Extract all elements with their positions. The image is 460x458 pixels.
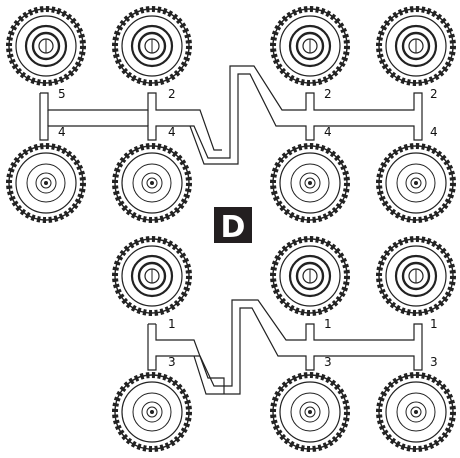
position-label: 2 [430, 87, 438, 101]
position-label: 1 [324, 317, 332, 331]
tire-icon [379, 9, 453, 83]
tire-icon [115, 375, 189, 449]
tire-icon [115, 146, 189, 220]
position-label: 1 [430, 317, 438, 331]
position-label: 4 [430, 125, 438, 139]
tire-icon [115, 239, 189, 313]
badge-letter: D [221, 210, 246, 245]
tire-icon [9, 9, 83, 83]
tire-icon [273, 239, 347, 313]
position-label: 4 [168, 125, 176, 139]
position-label: 2 [168, 87, 176, 101]
tire-icon [273, 9, 347, 83]
tire-icon [379, 146, 453, 220]
position-label: 3 [168, 355, 176, 369]
position-label: 5 [58, 87, 66, 101]
position-label: 3 [324, 355, 332, 369]
tire-icon [379, 239, 453, 313]
tire-icon [115, 9, 189, 83]
upper-axle-frame [40, 66, 422, 164]
pattern-badge: D [214, 207, 252, 245]
position-label: 2 [324, 87, 332, 101]
tire-icon [379, 375, 453, 449]
position-label: 4 [324, 125, 332, 139]
lower-axle-frame [148, 300, 422, 394]
position-label: 1 [168, 317, 176, 331]
tire-icon [9, 146, 83, 220]
position-label: 3 [430, 355, 438, 369]
tire-icon [273, 146, 347, 220]
position-label: 4 [58, 125, 66, 139]
tire-icon [273, 375, 347, 449]
